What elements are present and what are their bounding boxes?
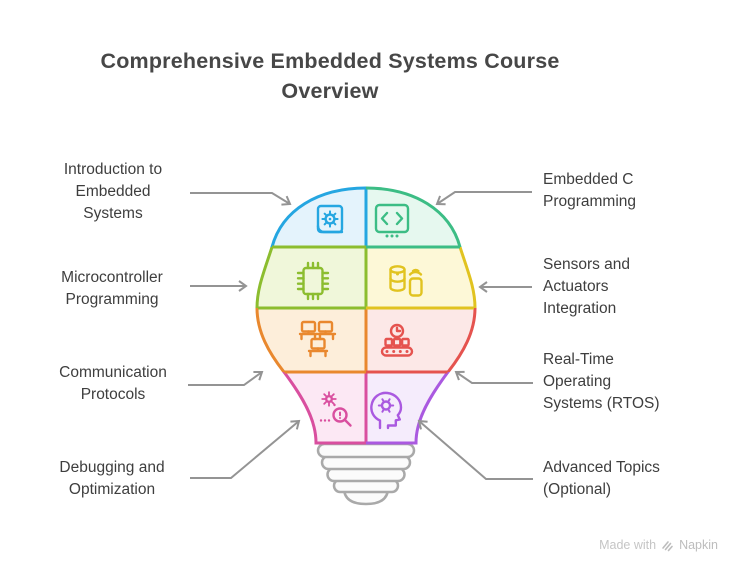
arrow-embedded-c (435, 191, 532, 206)
chip-icon (296, 261, 330, 301)
base-thread (316, 442, 416, 459)
book-gear-icon (316, 204, 344, 234)
label-advanced: Advanced Topics (Optional) (543, 459, 660, 498)
arrow-advanced (417, 419, 533, 480)
napkin-logo-icon (662, 540, 673, 551)
arrow-introduction (190, 192, 292, 206)
workstations-icon (298, 320, 337, 358)
watermark-brand: Napkin (679, 538, 718, 552)
label-sensors: Sensors and Actuators Integration (543, 256, 631, 317)
arrow-rtos (454, 370, 533, 384)
watermark: Made with Napkin (599, 538, 718, 552)
label-communication: Communication Protocols (59, 364, 167, 403)
arrow-communication (188, 370, 264, 386)
label-introduction: Introduction to Embedded Systems (63, 161, 163, 222)
bulb-base (316, 442, 416, 506)
page-title: Comprehensive Embedded Systems Course Ov… (100, 49, 560, 103)
label-microcontroller: Microcontroller Programming (61, 269, 163, 308)
connector-arrows (188, 191, 533, 480)
head-gear-icon (370, 391, 403, 430)
label-debugging: Debugging and Optimization (59, 459, 165, 498)
label-embedded-c: Embedded C Programming (543, 171, 637, 210)
arrow-debugging (190, 419, 301, 479)
watermark-text: Made with (599, 538, 657, 552)
label-rtos: Real-Time Operating Systems (RTOS) (543, 351, 660, 412)
sensor-remote-icon (389, 265, 423, 297)
conveyor-clock-icon (380, 323, 414, 357)
code-window-icon (374, 203, 410, 238)
bug-magnifier-icon (319, 391, 352, 427)
